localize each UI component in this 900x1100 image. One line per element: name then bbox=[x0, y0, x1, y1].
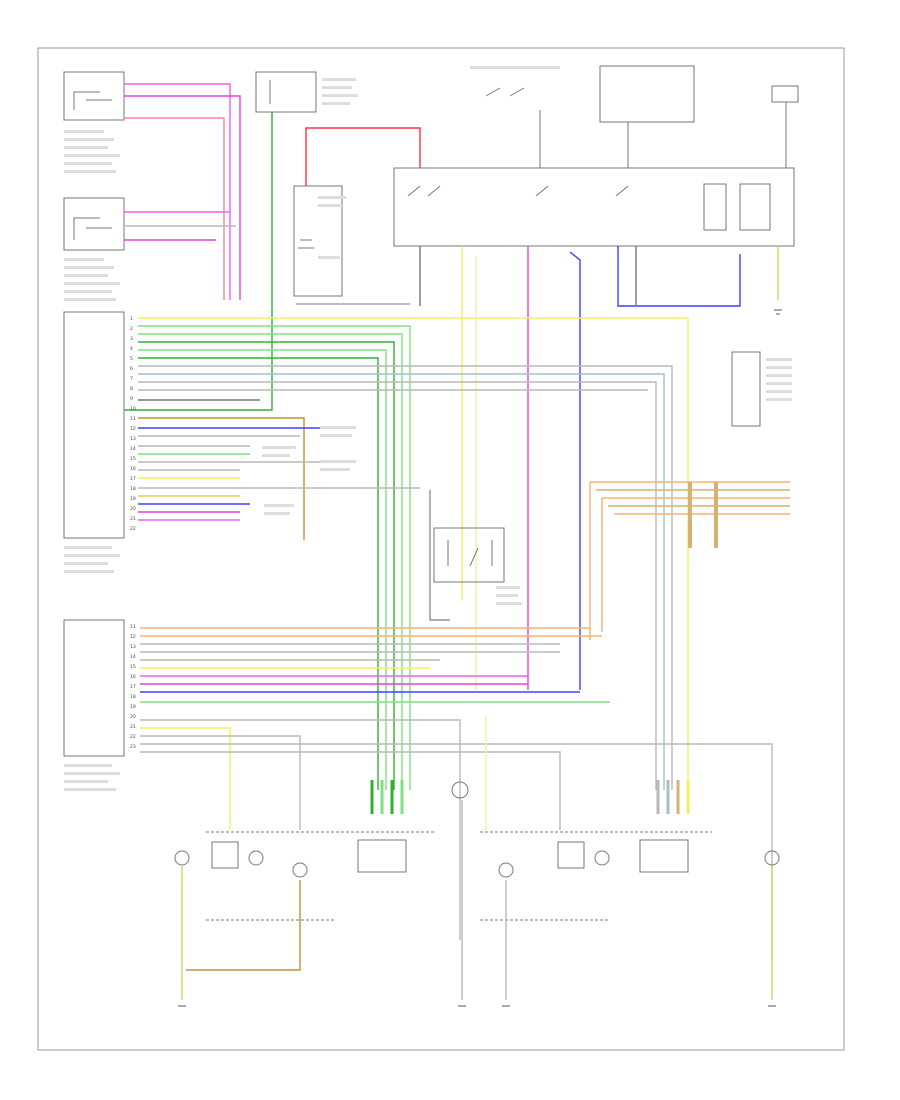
pin-label: 17 bbox=[130, 684, 136, 690]
orange-harness bbox=[589, 481, 790, 640]
pin-label: 14 bbox=[130, 446, 136, 452]
battery-fuse bbox=[293, 127, 421, 297]
pin-label: 1 bbox=[130, 316, 133, 322]
pin-label: 21 bbox=[130, 516, 136, 522]
central-connector: 1 2 3 4 5 6 7 8 9 10 11 12 13 14 15 16 1… bbox=[63, 311, 136, 573]
pin-label: 8 bbox=[130, 386, 133, 392]
pin-label: 14 bbox=[130, 654, 136, 660]
fuse-block-right bbox=[771, 85, 799, 168]
pin-label: 15 bbox=[130, 664, 136, 670]
pin-label: 5 bbox=[130, 356, 133, 362]
pin-label: 19 bbox=[130, 496, 136, 502]
pin-label: 18 bbox=[130, 486, 136, 492]
pin-label: 11 bbox=[130, 624, 136, 630]
lower-connector: 11 12 13 14 15 16 17 18 19 20 21 22 23 bbox=[63, 619, 136, 791]
ignition-switch bbox=[470, 65, 695, 168]
pin-label: 20 bbox=[130, 506, 136, 512]
pin-label: 4 bbox=[130, 346, 133, 352]
pin-label: 9 bbox=[130, 396, 133, 402]
pin-label: 13 bbox=[130, 644, 136, 650]
fuse-block-top bbox=[255, 71, 358, 113]
actuator-wires bbox=[124, 83, 241, 300]
fog-light-switch bbox=[731, 351, 792, 427]
left-rear-door-lock-actuator bbox=[63, 197, 125, 301]
pin-label: 23 bbox=[130, 744, 136, 750]
pin-label: 2 bbox=[130, 326, 133, 332]
pin-label: 22 bbox=[130, 526, 136, 532]
pin-label: 13 bbox=[130, 436, 136, 442]
right-lamps bbox=[498, 839, 780, 1007]
pin-label: 21 bbox=[130, 724, 136, 730]
instrument-cluster-relay bbox=[262, 426, 356, 515]
pin-label: 11 bbox=[130, 416, 136, 422]
left-front-door-lock-actuator bbox=[63, 71, 125, 173]
headlight-switch bbox=[393, 167, 795, 247]
pin-label: 22 bbox=[130, 734, 136, 740]
pin-label: 3 bbox=[130, 336, 133, 342]
switch-output-wires bbox=[419, 246, 779, 690]
pin-label: 7 bbox=[130, 376, 133, 382]
gray-relay-wire bbox=[429, 490, 450, 621]
pin-label: 20 bbox=[130, 714, 136, 720]
connector-wires bbox=[138, 317, 689, 790]
pin-label: 16 bbox=[130, 466, 136, 472]
pin-label: 10 bbox=[130, 406, 136, 412]
green-feed-wire bbox=[124, 112, 273, 411]
fog-light-relay bbox=[433, 527, 522, 605]
pin-label: 16 bbox=[130, 674, 136, 680]
pin-label: 6 bbox=[130, 366, 133, 372]
pin-label: 12 bbox=[130, 634, 136, 640]
right-headlight-connector bbox=[656, 780, 690, 814]
lower-connector-wires bbox=[140, 627, 773, 960]
pin-label: 15 bbox=[130, 456, 136, 462]
diagram-frame bbox=[37, 47, 845, 1051]
ground-top-right bbox=[774, 309, 782, 315]
left-headlight-connector bbox=[370, 780, 469, 814]
pin-label: 19 bbox=[130, 704, 136, 710]
left-lamps bbox=[174, 800, 466, 1007]
pin-label: 12 bbox=[130, 426, 136, 432]
pin-label: 18 bbox=[130, 694, 136, 700]
pin-label: 17 bbox=[130, 476, 136, 482]
